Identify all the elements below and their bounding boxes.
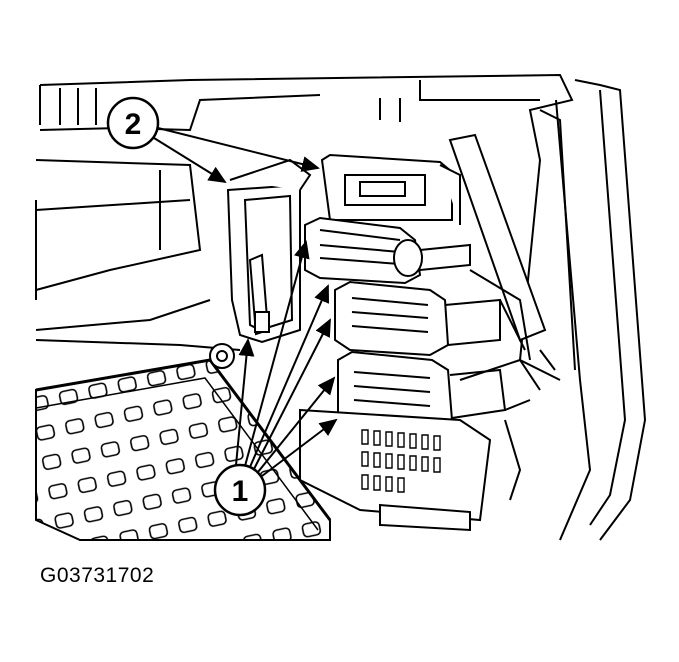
- callout-1-leader-e: [258, 376, 336, 472]
- top-relay-block: [322, 155, 460, 225]
- callout-1-circle: [215, 465, 265, 515]
- left-bracket: [228, 160, 310, 342]
- callout-2-label: 2: [125, 108, 142, 141]
- callout-1-leader-b: [245, 240, 310, 466]
- callout-1-leader-a: [236, 338, 255, 465]
- mounting-bolt: [210, 344, 234, 368]
- callout-1-label: 1: [232, 475, 249, 508]
- electrical-connector-top: [305, 218, 470, 283]
- callout-2-leader-left: [154, 138, 227, 184]
- electrical-connector-middle: [335, 282, 500, 355]
- grill-vent: [36, 360, 330, 540]
- figure-code: G03731702: [40, 564, 155, 587]
- callout-1-leader-d: [254, 318, 331, 469]
- dash-panel-background: [36, 75, 645, 540]
- callout-2: 2: [108, 98, 320, 184]
- callout-2-circle: [108, 98, 158, 148]
- wiring-harness: [450, 135, 545, 410]
- callout-1: 1: [215, 240, 338, 515]
- callout-1-leader-c: [250, 284, 330, 467]
- callout-1-leader-f: [262, 418, 338, 476]
- fuse-panel: [300, 410, 490, 530]
- callout-2-leader-right: [158, 128, 320, 172]
